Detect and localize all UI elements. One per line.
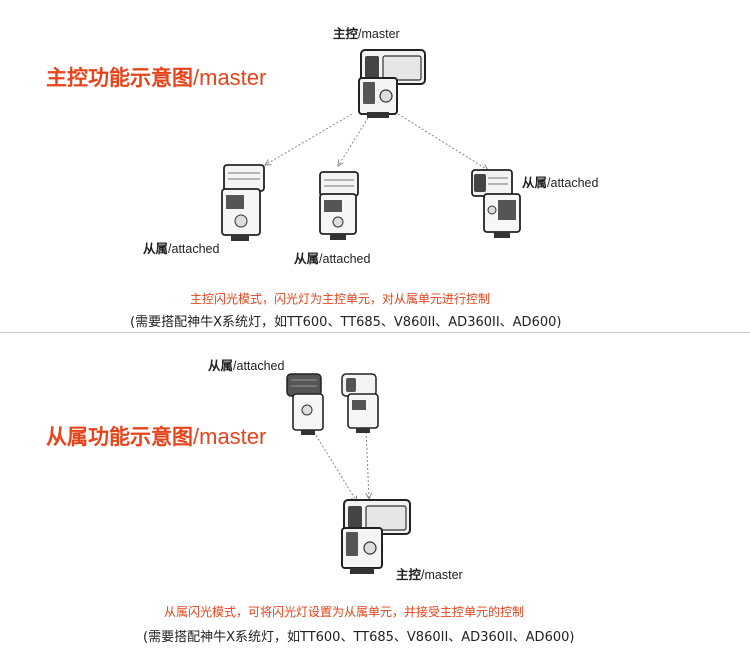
master-caption-black: (需要搭配神牛X系统灯，如TT600、TT685、V860II、AD360II、… (130, 315, 562, 330)
label-en: /master (358, 27, 400, 41)
master-label-bottom: 主控/master (396, 564, 463, 583)
slave-section-title: 从属功能示意图/master (46, 421, 266, 451)
slave-label-right: 从属/attached (522, 172, 598, 191)
master-label-top: 主控/master (333, 23, 400, 42)
slave-caption-red: 从属闪光模式，可将闪光灯设置为从属单元，并接受主控单元的控制 (164, 605, 525, 619)
master-flash-unit (358, 49, 426, 118)
label-cn: 主控 (333, 26, 359, 41)
arrow-master-to-slave-right (397, 113, 488, 170)
label-en: /attached (168, 242, 220, 256)
arrow-slave-left-to-master (313, 431, 357, 502)
label-en: /attached (319, 252, 371, 266)
label-en: /attached (547, 176, 599, 190)
label-cn: 从属 (294, 251, 320, 266)
title-cn: 从属功能示意图 (46, 425, 193, 449)
arrow-master-to-slave-middle (338, 117, 369, 166)
slave-label-top: 从属/attached (208, 355, 284, 374)
label-cn: 从属 (143, 241, 169, 256)
title-en: /master (193, 65, 267, 90)
master-section-title: 主控功能示意图/master (46, 62, 266, 92)
slave-flash-2-right (341, 373, 379, 433)
slave-flash-left (221, 164, 265, 241)
master-flash-unit-2 (341, 499, 411, 574)
label-en: /master (421, 568, 463, 582)
title-en: /master (193, 424, 267, 449)
label-cn: 从属 (208, 358, 234, 373)
arrow-slave-right-to-master (366, 427, 369, 499)
master-caption-red: 主控闪光模式，闪光灯为主控单元，对从属单元进行控制 (190, 292, 491, 306)
label-cn: 主控 (396, 567, 422, 582)
slave-flash-right (471, 169, 521, 238)
slave-caption-black: (需要搭配神牛X系统灯，如TT600、TT685、V860II、AD360II、… (143, 630, 575, 645)
label-cn: 从属 (522, 175, 548, 190)
slave-label-middle: 从属/attached (294, 248, 370, 267)
slave-flash-2-left (286, 373, 324, 435)
slave-label-left: 从属/attached (143, 238, 219, 257)
label-en: /attached (233, 359, 285, 373)
arrow-master-to-slave-left (265, 113, 353, 165)
section-divider (0, 332, 750, 333)
title-cn: 主控功能示意图 (46, 66, 193, 90)
slave-flash-middle (319, 171, 359, 240)
